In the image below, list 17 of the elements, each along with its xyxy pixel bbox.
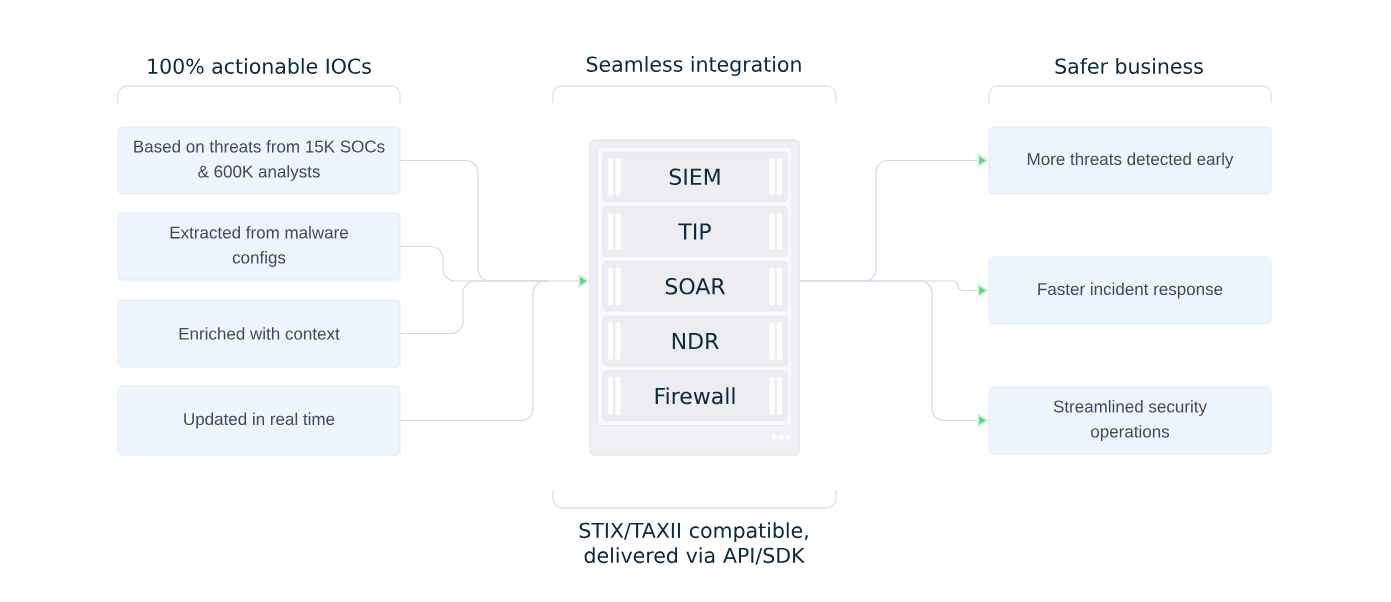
text-box: Faster incident response: [988, 256, 1272, 325]
text-box: Enriched with context: [117, 299, 401, 368]
text-box: Extracted from malware configs: [117, 212, 401, 281]
column-heading: Seamless integration: [586, 56, 801, 76]
column-heading: 100% actionable IOCs: [148, 58, 371, 74]
rack-unit: Firewall: [602, 370, 788, 421]
rack-unit: SOAR: [602, 261, 788, 312]
text-box: More threats detected early: [988, 126, 1272, 195]
text-box: Streamlined security operations: [988, 386, 1272, 455]
rack-unit: NDR: [602, 315, 788, 367]
rack-unit: TIP: [602, 206, 788, 257]
text-box: Based on threats from 15K SOCs & 600K analysts: [117, 126, 401, 195]
connector-line: [399, 280, 549, 422]
text-box: Updated in real time: [117, 385, 401, 456]
note-text: STIX/TAXII compatible, delivered via API/SDK: [579, 522, 808, 565]
column-heading: Safer business: [1055, 58, 1203, 74]
rack-unit: SIEM: [602, 151, 788, 202]
